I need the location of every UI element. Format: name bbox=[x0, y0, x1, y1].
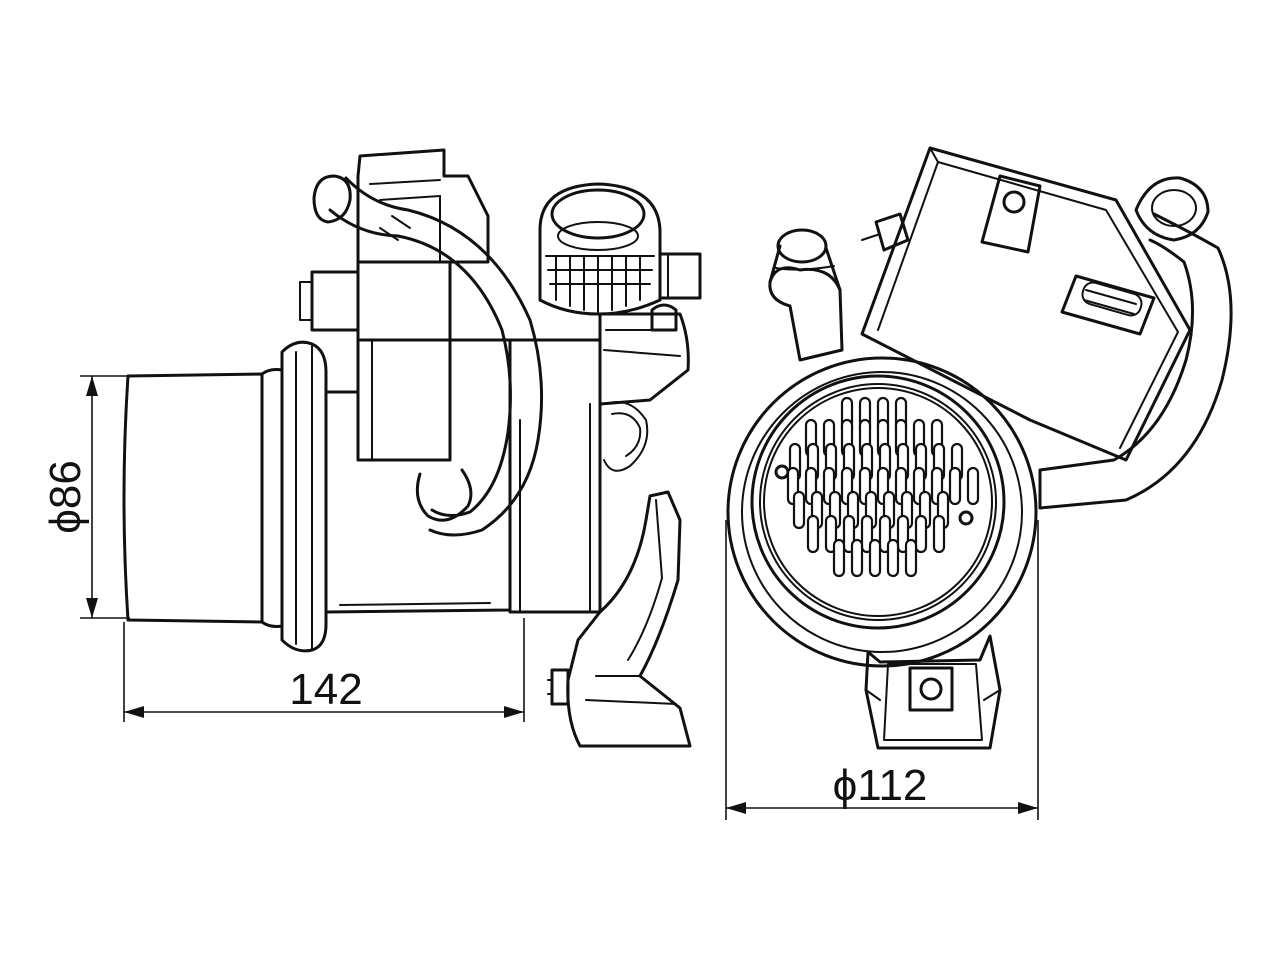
front-view: ϕ112 bbox=[725, 146, 1233, 820]
left-connector bbox=[310, 270, 360, 332]
actuator-box bbox=[860, 146, 1192, 462]
right-hose bbox=[1038, 212, 1233, 510]
cooler-slot bbox=[832, 538, 846, 578]
valve-port bbox=[538, 182, 662, 316]
cooler-slot bbox=[886, 538, 900, 578]
outer-body-circle bbox=[726, 356, 1038, 668]
cooler-slot bbox=[806, 514, 820, 554]
inlet-pipe bbox=[122, 372, 264, 624]
cooler-slot bbox=[948, 466, 962, 506]
inlet-diameter-label: ϕ86 bbox=[41, 460, 90, 534]
cooler-slot bbox=[792, 490, 806, 530]
cooler-slot-grid bbox=[786, 396, 980, 578]
screw-left bbox=[774, 464, 790, 480]
box-tab bbox=[980, 174, 1042, 254]
side-view: 142 ϕ86 bbox=[41, 148, 702, 748]
cooler-slot bbox=[904, 538, 918, 578]
cooler-slot bbox=[868, 538, 882, 578]
wire-loop bbox=[603, 401, 649, 472]
inlet-flange bbox=[260, 368, 284, 628]
lower-bracket bbox=[566, 490, 692, 748]
cooler-slot bbox=[966, 466, 980, 506]
hose-lower-end bbox=[415, 468, 473, 522]
left-hose bbox=[768, 266, 844, 362]
coolant-hose bbox=[328, 208, 512, 517]
inner-flange-circle bbox=[750, 374, 1006, 630]
connector-socket bbox=[1060, 274, 1156, 336]
cooler-slot bbox=[914, 514, 928, 554]
cooler-slot bbox=[850, 538, 864, 578]
top-bracket bbox=[356, 148, 490, 264]
length-dimension-label: 142 bbox=[289, 665, 362, 714]
flange-ring bbox=[280, 340, 328, 653]
screw-right bbox=[958, 510, 974, 526]
body-diameter-label: ϕ112 bbox=[833, 761, 928, 810]
body-rim bbox=[741, 371, 1023, 653]
cooler-slot bbox=[932, 514, 946, 554]
bracket-nut bbox=[908, 666, 954, 712]
hose-outlet bbox=[312, 174, 352, 224]
bracket-bolt bbox=[550, 668, 570, 706]
actuator bbox=[598, 312, 690, 406]
